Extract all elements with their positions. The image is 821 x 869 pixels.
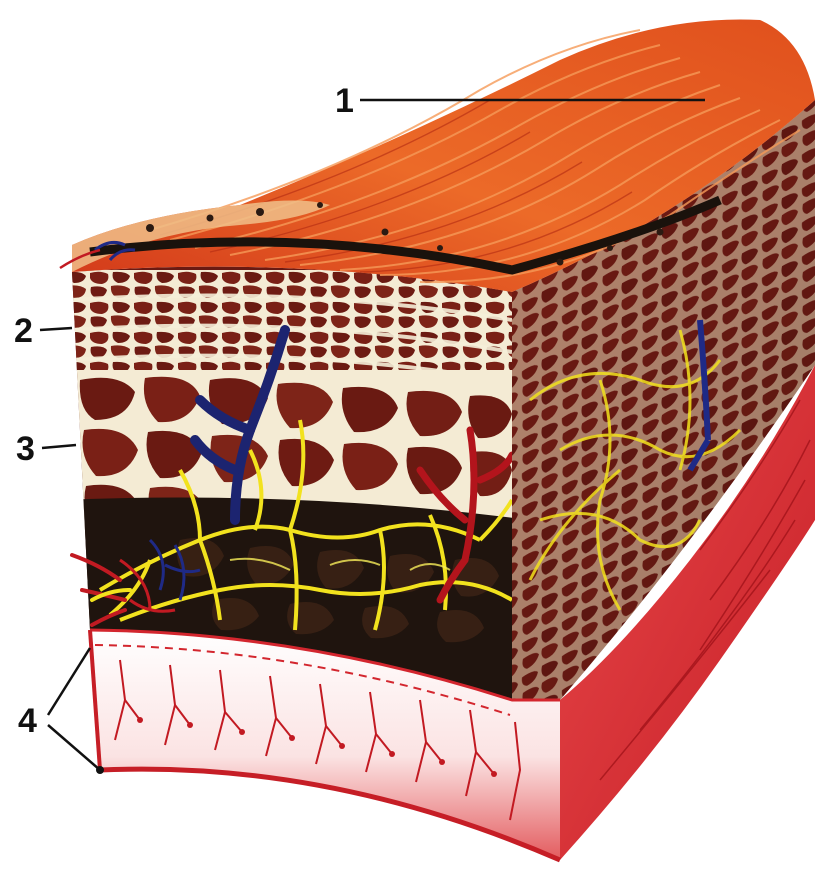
leader-4-dot (96, 766, 104, 774)
label-4: 4 (18, 702, 37, 740)
label-2: 2 (14, 312, 33, 350)
label-1: 1 (335, 82, 354, 120)
label-3: 3 (16, 430, 35, 468)
